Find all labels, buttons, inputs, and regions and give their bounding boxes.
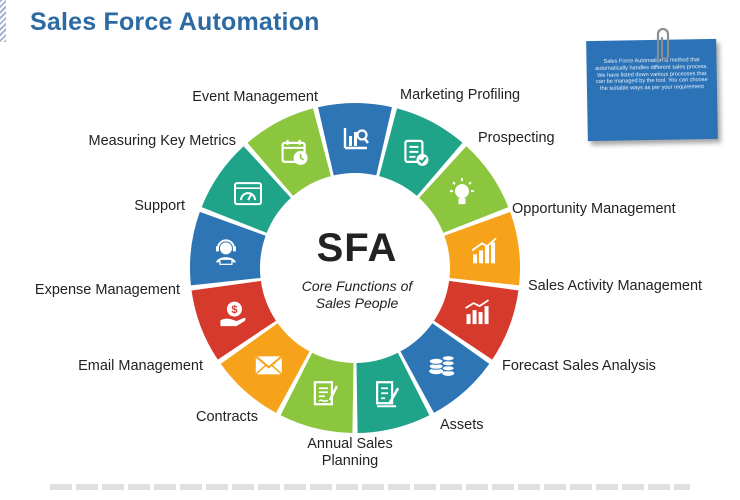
bar-growth-icon [471, 237, 497, 264]
checklist-icon [404, 139, 429, 166]
bar-trend-icon [465, 299, 490, 325]
wheel-segment [201, 146, 291, 233]
page-title: Sales Force Automation [30, 8, 320, 36]
footer-fine-print [50, 484, 690, 490]
calendar-clock-icon [281, 139, 308, 165]
wheel-segment [247, 108, 331, 196]
segment-label: Prospecting [478, 130, 555, 146]
gauge-icon [234, 182, 263, 206]
segment-label: Contracts [196, 409, 259, 425]
envelope-icon [255, 355, 283, 375]
svg-text:$: $ [231, 304, 237, 316]
wheel-center-disc [261, 174, 449, 362]
dollar-hand-icon: $ [220, 301, 246, 327]
coins-icon [428, 355, 455, 376]
segment-label: Sales Activity Management [528, 278, 703, 294]
chart-magnifier-icon [343, 128, 369, 150]
center-subtitle: Core Functions of Sales People [301, 278, 413, 311]
segment-label: Support [134, 198, 185, 214]
wheel-segment [379, 108, 463, 196]
segment-label: Event Management [192, 89, 318, 105]
document-pen-icon [376, 381, 400, 408]
slide-edge-mark [0, 0, 6, 42]
segment-label: Expense Management [34, 282, 180, 298]
wheel-segment [280, 352, 354, 433]
segment-label: Email Management [78, 358, 203, 374]
paperclip-icon [656, 27, 670, 64]
segment-label: Measuring Key Metrics [88, 133, 236, 149]
segment-label: Forecast Sales Analysis [502, 358, 656, 374]
contract-icon [313, 381, 338, 406]
center-acronym: SFA [316, 226, 398, 270]
segment-label: Marketing Profiling [400, 87, 521, 103]
lightbulb-icon [449, 178, 474, 205]
segment-label: Assets [440, 417, 484, 433]
wheel-segment [444, 211, 520, 286]
segment-label: Opportunity Management [512, 201, 676, 217]
headset-agent-icon [215, 239, 236, 265]
